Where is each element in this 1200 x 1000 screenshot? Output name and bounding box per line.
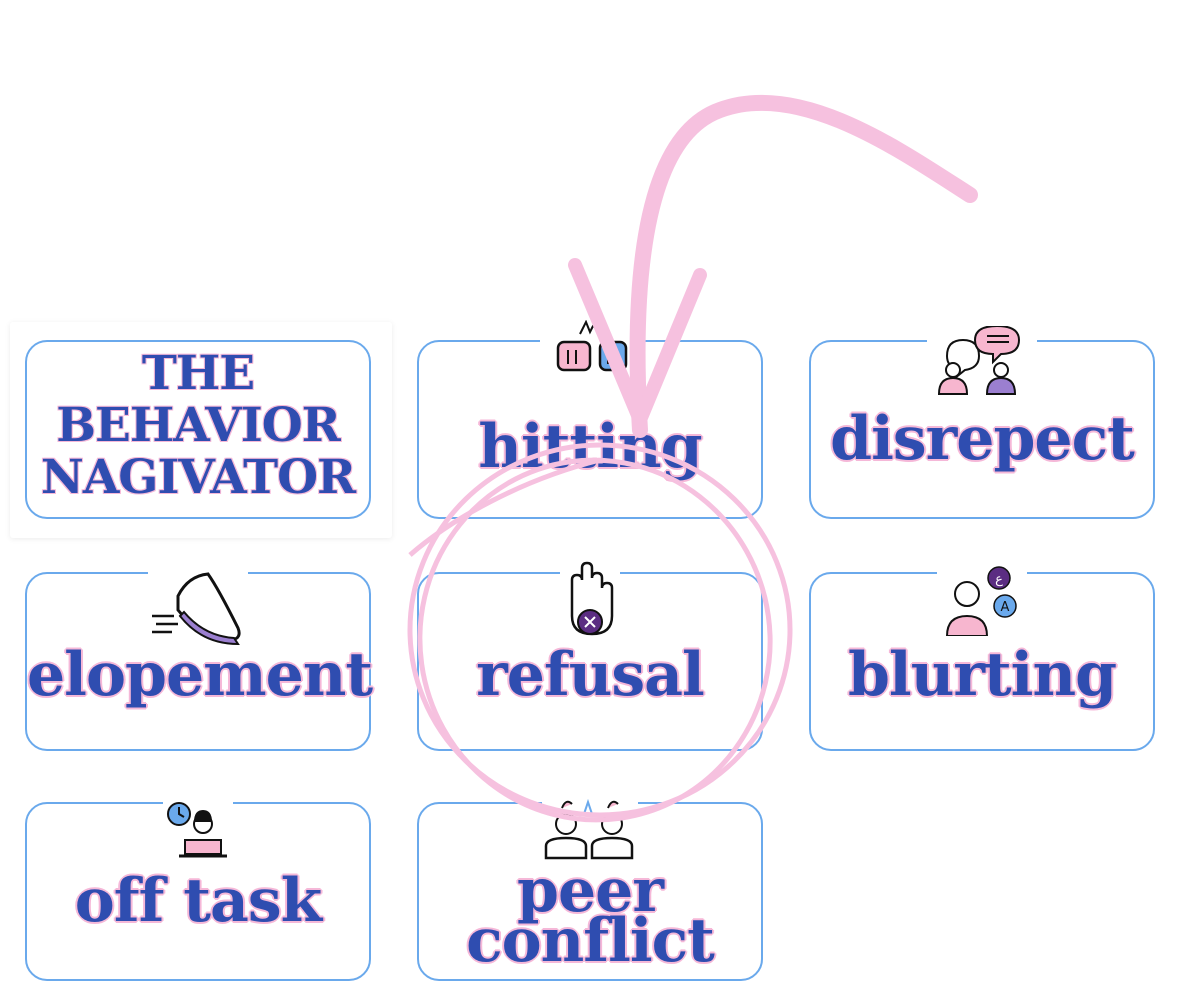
card-refusal[interactable]: refusal bbox=[417, 560, 763, 751]
running-shoe-icon bbox=[148, 566, 248, 648]
svg-text:A: A bbox=[1001, 600, 1010, 615]
card-hitting[interactable]: hitting bbox=[417, 316, 763, 519]
title-panel: THE BEHAVIOR NAGIVATOR bbox=[10, 322, 392, 538]
title-card: THE BEHAVIOR NAGIVATOR bbox=[25, 340, 371, 519]
card-label-line-1: peer bbox=[517, 856, 664, 926]
card-label: refusal bbox=[476, 640, 705, 710]
arguing-people-icon bbox=[542, 794, 638, 860]
card-label-line-2: conflict bbox=[466, 906, 715, 976]
fist-bump-icon bbox=[540, 316, 640, 382]
card-off-task[interactable]: off task bbox=[25, 800, 371, 981]
card-label: blurting bbox=[847, 640, 1117, 710]
stop-hand-icon bbox=[560, 560, 620, 642]
card-label: peer conflict bbox=[419, 856, 761, 976]
card-label: disrepect bbox=[830, 404, 1135, 474]
card-label: off task bbox=[74, 866, 322, 936]
title-line-3: NAGIVATOR bbox=[40, 450, 356, 505]
card-blurting[interactable]: ع A blurting bbox=[809, 564, 1155, 751]
card-label: hitting bbox=[478, 412, 702, 482]
card-peer-conflict[interactable]: peer conflict bbox=[417, 794, 763, 981]
card-disrespect[interactable]: disrepect bbox=[809, 324, 1155, 519]
card-elopement[interactable]: elopement bbox=[25, 566, 373, 751]
svg-text:ع: ع bbox=[995, 572, 1003, 587]
person-laptop-clock-icon bbox=[163, 800, 233, 860]
title-line-1: THE bbox=[141, 346, 255, 401]
title-line-2: BEHAVIOR bbox=[56, 398, 340, 453]
people-talking-icon bbox=[927, 324, 1037, 398]
card-label: elopement bbox=[27, 640, 373, 710]
person-speaking-icon: ع A bbox=[937, 564, 1027, 637]
